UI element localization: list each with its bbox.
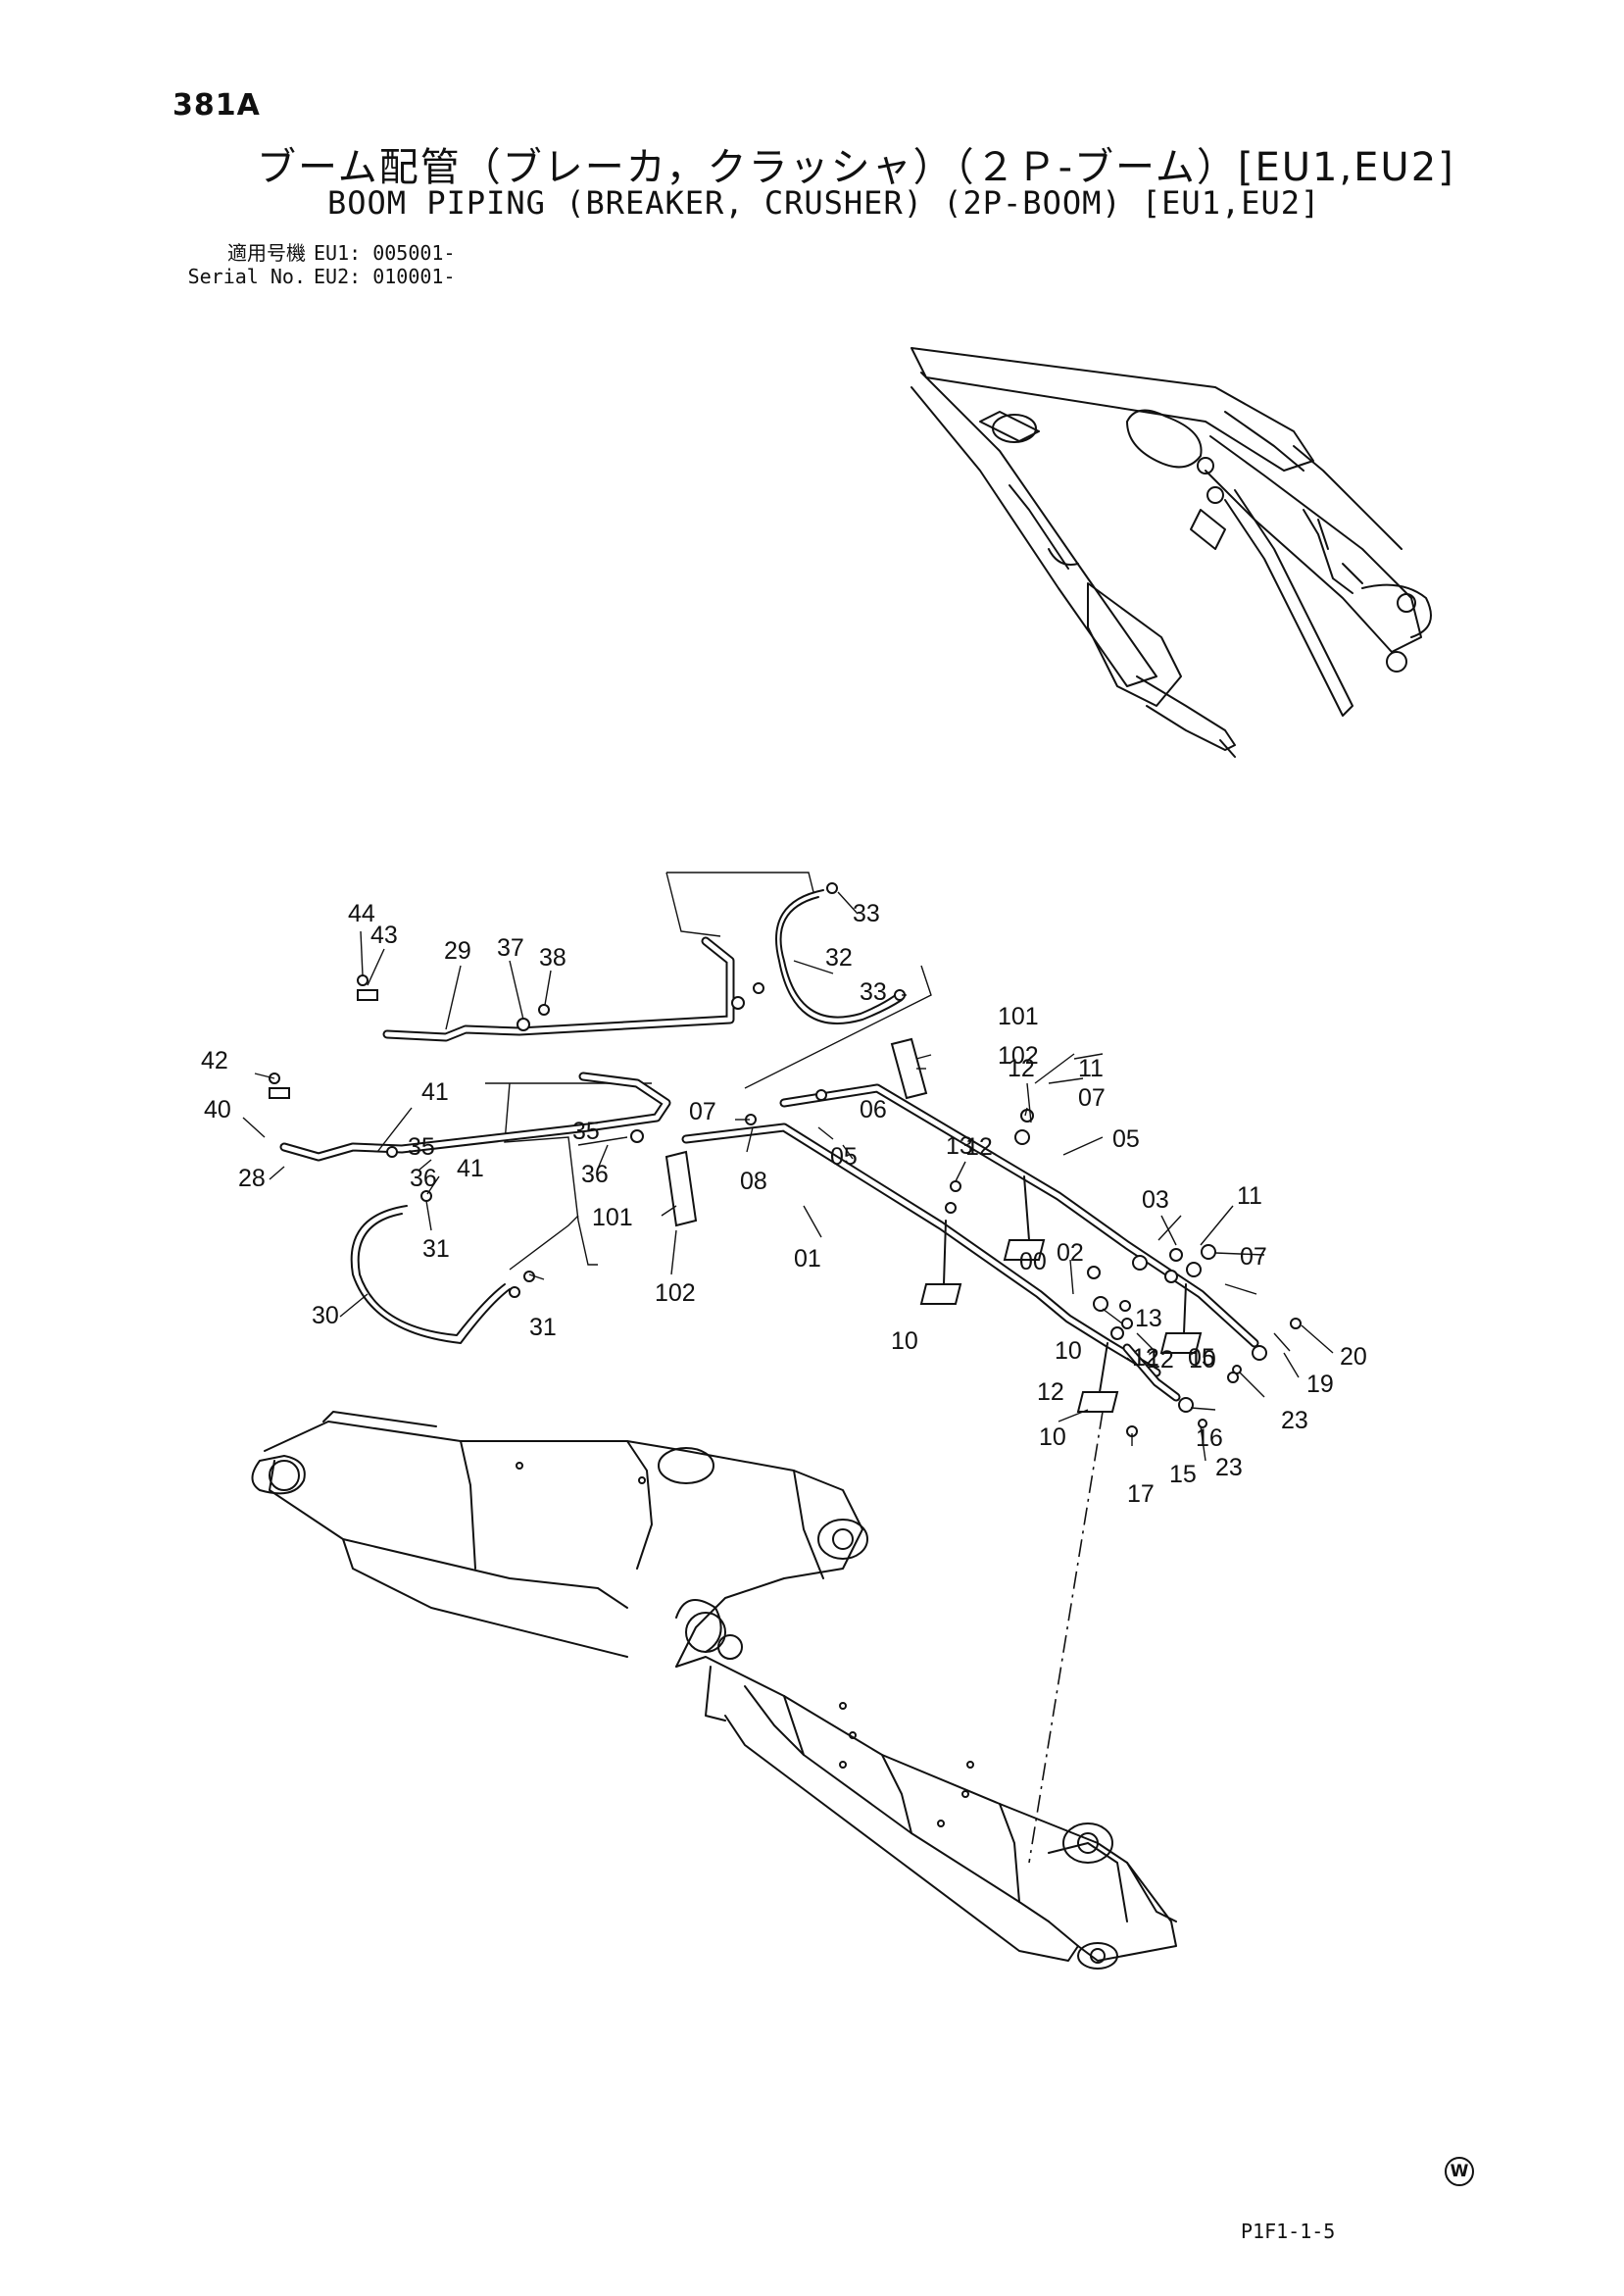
- callout-label: 41: [421, 1078, 449, 1106]
- callout-label: 00: [1019, 1248, 1047, 1275]
- callout-label: 33: [853, 900, 880, 927]
- serial-label: 適用号機: [227, 241, 306, 265]
- callout-label: 36: [410, 1165, 437, 1192]
- callout-label: 36: [581, 1161, 609, 1188]
- callout-label: 15: [1169, 1461, 1197, 1488]
- callout-label: 31: [422, 1235, 450, 1263]
- title-japanese: ブーム配管（ブレーカ，クラッシャ）（２Ｐ-ブーム）[EU1,EU2]: [257, 145, 1455, 190]
- page-code: 381A: [172, 88, 261, 123]
- callout-label: 10: [1189, 1346, 1216, 1373]
- callout-label: 35: [572, 1118, 600, 1145]
- callout-label: 28: [238, 1165, 266, 1192]
- callout-label: 12: [1037, 1378, 1064, 1406]
- leader-lines: [242, 891, 1334, 1462]
- callout-label: 07: [1240, 1243, 1267, 1271]
- serial-row: 適用号機 EU1: 005001-: [172, 241, 456, 265]
- callout-label: 11: [1078, 1055, 1104, 1082]
- callout-label: 10: [891, 1327, 918, 1355]
- callout-label: 101: [998, 1003, 1039, 1030]
- callout-label: 06: [860, 1096, 887, 1123]
- serial-info: 適用号機 EU1: 005001- Serial No. EU2: 010001-: [172, 241, 456, 288]
- callout-label: 10: [1039, 1423, 1066, 1451]
- callout-label: 19: [1306, 1371, 1334, 1398]
- w-circle-mark: W: [1445, 2157, 1474, 2186]
- callout-label: 12: [965, 1133, 993, 1161]
- callout-label: 42: [201, 1047, 228, 1074]
- callout-label: 16: [1196, 1424, 1223, 1452]
- callout-label: 17: [1127, 1480, 1155, 1508]
- serial-value: EU2: 010001-: [314, 265, 456, 288]
- callout-label: 23: [1215, 1454, 1243, 1481]
- callout-label: 31: [529, 1314, 557, 1341]
- serial-row: Serial No. EU2: 010001-: [172, 265, 456, 288]
- callout-label: 44: [348, 900, 375, 927]
- title-english: BOOM PIPING (BREAKER, CRUSHER) (2P-BOOM)…: [327, 184, 1321, 222]
- callout-label: 40: [204, 1096, 231, 1123]
- alignment-line: [1028, 1411, 1104, 1864]
- callout-label: 43: [370, 922, 398, 949]
- callout-label: 29: [444, 937, 471, 965]
- serial-label: Serial No.: [187, 265, 306, 288]
- callout-label: 30: [312, 1302, 339, 1329]
- callout-label: 101: [592, 1204, 633, 1231]
- document-code: P1F1-1-5: [1241, 2220, 1336, 2243]
- callout-label: 07: [689, 1098, 716, 1125]
- callout-label: 37: [497, 934, 524, 962]
- callout-label: 05: [1112, 1125, 1140, 1153]
- callout-label: 23: [1281, 1407, 1308, 1434]
- callout-label: 13: [946, 1132, 973, 1160]
- callout-label: 20: [1340, 1343, 1367, 1371]
- callout-label: 01: [794, 1245, 821, 1273]
- callout-label: 33: [860, 978, 887, 1006]
- callout-label: 12: [1132, 1344, 1159, 1372]
- serial-value: EU1: 005001-: [314, 241, 456, 265]
- callout-label: 03: [1142, 1186, 1169, 1214]
- boom-drawing: [251, 1411, 1177, 1970]
- callout-label: 05: [1188, 1344, 1215, 1372]
- callout-label: 38: [539, 944, 566, 972]
- callout-label: 13: [1135, 1305, 1162, 1332]
- callout-label: 12: [1008, 1055, 1035, 1082]
- inset-attachment-drawing: [910, 347, 1432, 758]
- callout-label: 07: [1078, 1084, 1106, 1112]
- pipe-assembly: [269, 872, 1302, 1437]
- callout-label: 102: [655, 1279, 696, 1307]
- callout-label: 32: [825, 944, 853, 972]
- callout-label: 41: [457, 1155, 484, 1182]
- callout-label: 02: [1057, 1239, 1084, 1267]
- callout-label: 05: [830, 1143, 858, 1171]
- callout-label: 102: [998, 1042, 1039, 1070]
- callout-label: 08: [740, 1168, 767, 1195]
- callout-label: 10: [1055, 1337, 1082, 1365]
- callout-label: 35: [408, 1133, 435, 1161]
- callout-label: 11: [1237, 1182, 1262, 1210]
- callout-label: 12: [1147, 1346, 1174, 1373]
